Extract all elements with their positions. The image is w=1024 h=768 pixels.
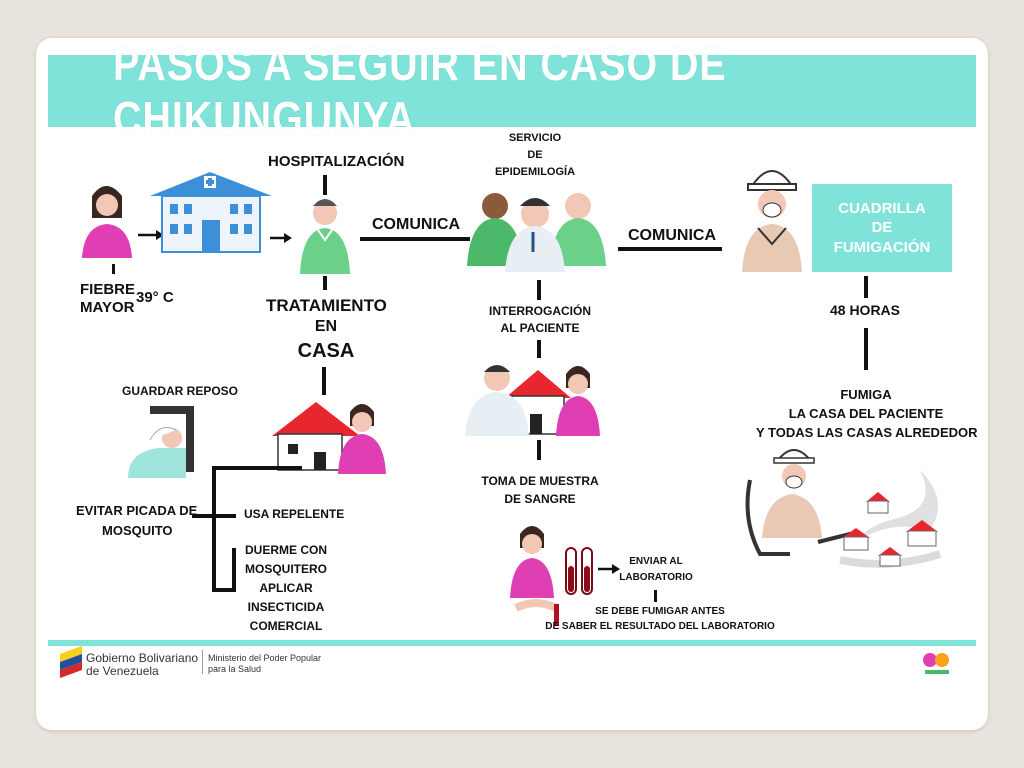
label-aplicar-line1: APLICAR — [259, 581, 313, 595]
anniversary-logo-icon — [923, 653, 949, 674]
label-enviar-line2: LABORATORIO — [619, 572, 693, 583]
label-repelente: USA REPELENTE — [244, 507, 345, 521]
label-fiebre-line1: FIEBRE — [80, 281, 136, 298]
label-tratamiento-line3: CASA — [297, 340, 355, 362]
epidemiology-team-icon — [467, 193, 606, 272]
cuadrilla-line3: FUMIGACIÓN — [833, 238, 931, 256]
label-fiebre-line2: MAYOR — [80, 299, 135, 316]
venezuela-flag-logo-icon — [60, 646, 82, 678]
cuadrilla-line1: CUADRILLA — [838, 199, 926, 217]
cuadrilla-box: CUADRILLA DE FUMIGACIÓN — [812, 184, 952, 272]
doctor-icon — [300, 199, 350, 274]
label-fumigar-line2: DE SABER EL RESULTADO DEL LABORATORIO — [545, 621, 775, 632]
label-servicio-line3: EPIDEMILOGÍA — [494, 166, 576, 178]
slide-card — [36, 38, 988, 730]
label-servicio-line1: SERVICIO — [508, 132, 562, 144]
footer-ministry-line1: Ministerio del Poder Popular — [208, 653, 322, 663]
label-interrogacion-line2: AL PACIENTE — [500, 321, 580, 335]
label-evitar-line1: EVITAR PICADA DE — [76, 503, 198, 518]
label-fumigar-line1: SE DEBE FUMIGAR ANTES — [595, 606, 725, 617]
footer-gov-line1: Gobierno Bolivariano — [86, 651, 199, 665]
label-servicio-line2: DE — [527, 149, 543, 161]
label-enviar-line1: ENVIAR AL — [629, 556, 683, 567]
label-toma-line1: TOMA DE MUESTRA — [481, 474, 599, 488]
hospital-icon — [150, 172, 272, 253]
label-fumiga-line2: LA CASA DEL PACIENTE — [788, 406, 944, 421]
test-tubes-icon — [565, 547, 593, 595]
label-tratamiento-line1: TRATAMIENTO — [266, 296, 387, 315]
label-guardar-reposo: GUARDAR REPOSO — [122, 384, 239, 398]
label-comunica-1: COMUNICA — [372, 216, 460, 233]
blood-sample-icon — [510, 526, 559, 626]
label-comunica-2: COMUNICA — [628, 227, 716, 244]
home-with-nurse-icon — [272, 402, 386, 474]
fumigation-worker-icon — [742, 170, 802, 272]
bed-rest-icon — [128, 406, 194, 478]
patient-woman-icon — [82, 186, 132, 258]
label-evitar-line2: MOSQUITO — [102, 523, 173, 538]
label-toma-line2: DE SANGRE — [504, 492, 576, 506]
footer-ministry-line2: para la Salud — [208, 664, 262, 674]
label-fumiga-line1: FUMIGA — [840, 387, 892, 402]
label-fumiga-line3: Y TODAS LAS CASAS ALREDEDOR — [756, 425, 978, 440]
footer-gov-line2: de Venezuela — [86, 664, 159, 678]
label-interrogacion-line1: INTERROGACIÓN — [489, 304, 591, 318]
label-aplicar-line2: INSECTICIDA — [247, 600, 325, 614]
label-hospitalizacion: HOSPITALIZACIÓN — [268, 153, 405, 170]
label-duerme-line1: DUERME CON — [244, 543, 327, 557]
label-aplicar-line3: COMERCIAL — [249, 619, 323, 633]
footer-divider — [48, 640, 976, 646]
label-48-horas: 48 HORAS — [829, 302, 901, 318]
label-duerme-line2: MOSQUITERO — [244, 562, 327, 576]
cuadrilla-line2: DE — [871, 219, 893, 237]
label-tratamiento-line2: EN — [314, 318, 338, 335]
consultation-icon — [465, 365, 600, 436]
fumigating-houses-icon — [745, 449, 942, 568]
label-temperature: 39° C — [136, 289, 174, 306]
